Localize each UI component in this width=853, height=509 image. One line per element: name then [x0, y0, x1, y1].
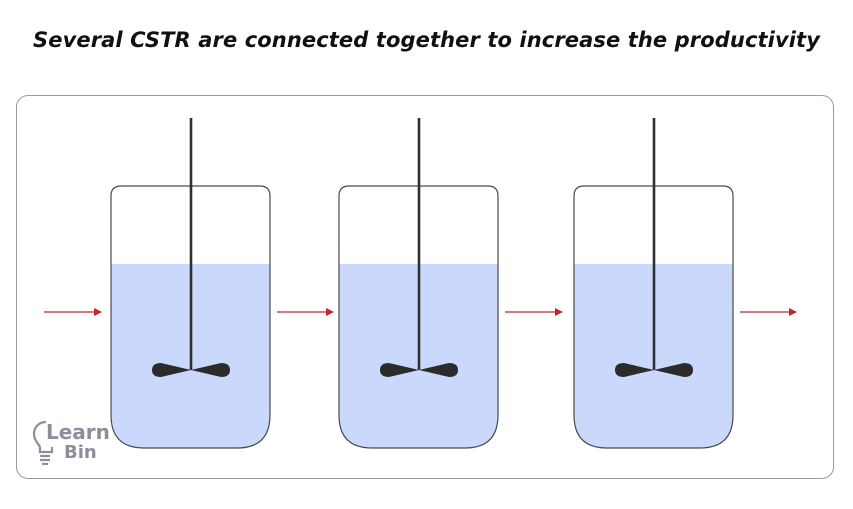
learnbin-logo: Learn Bin	[32, 420, 122, 472]
reactor-3-impeller	[615, 363, 693, 377]
logo-text-learn: Learn	[46, 420, 110, 444]
reactor-1-impeller	[152, 363, 230, 377]
logo-text-bin: Bin	[64, 442, 97, 463]
reactor-2	[338, 118, 499, 449]
reactor-3	[573, 118, 734, 449]
reactor-1-vessel	[110, 185, 271, 449]
diagram-title: Several CSTR are connected together to i…	[33, 28, 820, 52]
lightbulb-icon	[32, 420, 54, 466]
reactor-2-vessel	[338, 185, 499, 449]
reactor-2-impeller	[380, 363, 458, 377]
reactor-1	[110, 118, 271, 449]
reactor-3-vessel	[573, 185, 734, 449]
